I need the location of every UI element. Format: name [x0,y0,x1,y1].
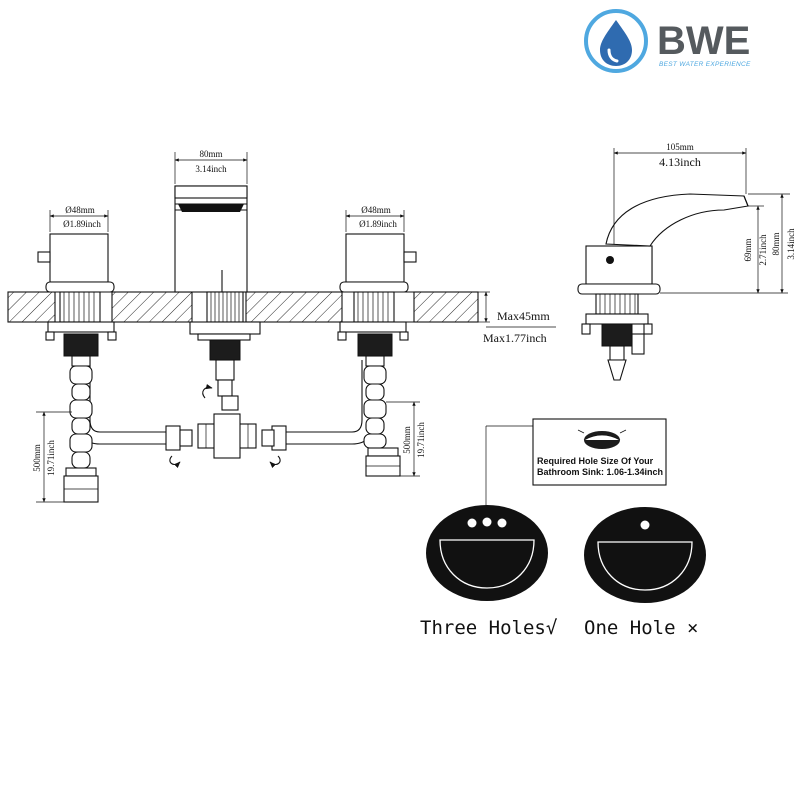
spout-width-mm: 80mm [199,149,222,159]
water-drop-icon [600,20,632,66]
center-spout [174,185,261,411]
hole-note-line2: Bathroom Sink: 1.06-1.34inch [537,467,663,477]
mixing-tee [77,360,375,469]
total-height-mm: 80mm [771,232,781,255]
right-hose-length-dimension: 500mm 19.71inch [386,401,426,477]
deck-thickness-in: Max1.77inch [483,331,547,345]
left-handle [37,233,117,503]
spout-width-dimension: 80mm 3.14inch [174,149,248,184]
left-hose-length-in: 19.71inch [46,440,56,476]
left-hose-length-dimension: 500mm 19.71inch [32,411,72,503]
right-handle-diameter-mm: Ø48mm [361,205,391,215]
left-handle-diameter-mm: Ø48mm [65,205,95,215]
hole-size-note: Required Hole Size Of Your Bathroom Sink… [485,418,667,508]
total-height-dimension: 80mm 3.14inch [748,193,796,294]
reach-in: 4.13inch [659,155,701,169]
deck-thickness-mm: Max45mm [497,309,550,323]
spout-width-in: 3.14inch [195,164,227,174]
sink-three-holes [426,505,548,601]
spout-height-mm: 69mm [743,238,753,261]
sink-one-hole [584,507,706,603]
left-hose-length-mm: 500mm [32,444,42,472]
brand-name: BWE [657,19,750,63]
side-view: 105mm 4.13inch 69mm 2.71inch 80mm 3.14in… [577,142,796,381]
right-handle [337,233,417,477]
total-height-in: 3.14inch [786,228,796,260]
one-hole-label: One Hole × [584,617,698,639]
right-hose-length-in: 19.71inch [416,422,426,458]
deck-thickness-dimension: Max45mm Max1.77inch [478,291,556,345]
reach-mm: 105mm [666,142,694,152]
spout-height-dimension: 69mm 2.71inch [660,205,788,294]
right-hose-length-mm: 500mm [402,426,412,454]
right-handle-diameter-in: Ø1.89inch [359,219,397,229]
hole-note-line1: Required Hole Size Of Your [537,456,654,466]
left-handle-diameter-dimension: Ø48mm Ø1.89inch [49,205,109,232]
spout-height-in: 2.71inch [758,234,768,266]
right-handle-diameter-dimension: Ø48mm Ø1.89inch [345,205,405,232]
three-holes-label: Three Holes√ [420,617,557,639]
logo-ring-icon [584,9,648,73]
brand-logo: BWE BEST WATER EXPERIENCE [584,9,751,73]
left-handle-diameter-in: Ø1.89inch [63,219,101,229]
front-view: 80mm 3.14inch Ø48mm Ø1.89inch Ø48mm Ø1.8… [7,149,556,503]
brand-tagline: BEST WATER EXPERIENCE [659,61,751,68]
reach-dimension: 105mm 4.13inch [613,142,747,244]
